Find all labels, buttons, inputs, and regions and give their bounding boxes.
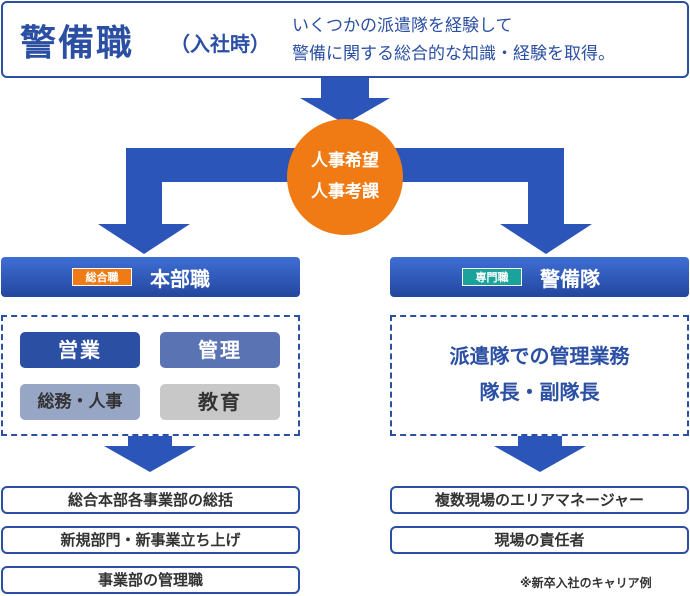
header-description-line1: いくつかの派遣隊を経験して: [292, 16, 513, 36]
section-title-guard-unit: 警備隊: [540, 267, 600, 291]
chip-management: 管理: [160, 332, 280, 368]
circle-line1: 人事希望: [311, 151, 379, 171]
section-header-guard-unit: [390, 257, 689, 297]
guard-unit-desc-line1: 派遣隊での管理業務: [449, 344, 630, 368]
chip-sales: 営業: [20, 332, 140, 368]
career-example-note: ※新卒入社のキャリア例: [520, 576, 652, 590]
chip-general-affairs-hr: 総務・人事: [20, 384, 140, 420]
chip-education: 教育: [160, 384, 280, 420]
right-lower-arrow-stem: [518, 436, 562, 448]
header-description-line2: 警備に関する総合的な知識・経験を取得。: [292, 44, 615, 64]
right-arrow-stem: [528, 148, 564, 228]
outcome-division-manager: 事業部の管理職: [1, 566, 300, 594]
outcome-division-oversight: 総合本部各事業部の総括: [1, 486, 300, 514]
page-title: 警備職: [20, 23, 135, 64]
left-arrow-stem: [126, 148, 162, 228]
right-lower-arrow-head: [494, 446, 586, 472]
outcome-area-manager: 複数現場のエリアマネージャー: [390, 486, 689, 514]
section-title-headquarters: 本部職: [150, 267, 210, 291]
header-box: [1, 1, 689, 78]
left-lower-arrow-head: [104, 446, 196, 472]
guard-unit-description: 派遣隊での管理業務 隊長・副隊長: [392, 338, 687, 410]
tag-specialist: 専門職: [462, 268, 522, 286]
outcome-site-supervisor: 現場の責任者: [390, 526, 689, 554]
section-header-headquarters: [1, 257, 300, 297]
top-arrow-stem: [321, 78, 369, 100]
header-description: いくつかの派遣隊を経験して 警備に関する総合的な知識・経験を取得。: [292, 12, 615, 68]
outcome-new-business-launch: 新規部門・新事業立ち上げ: [1, 526, 300, 554]
left-arrow-head: [98, 224, 190, 254]
tag-general: 総合職: [72, 268, 132, 286]
right-arrow-head: [500, 224, 592, 254]
top-arrow-head: [300, 98, 390, 124]
page-subtitle: （入社時）: [170, 32, 270, 56]
guard-unit-roles-box: [390, 315, 689, 436]
hr-decision-circle: 人事希望 人事考課: [287, 119, 403, 235]
circle-line2: 人事考課: [311, 182, 379, 202]
guard-unit-desc-line2: 隊長・副隊長: [479, 380, 600, 404]
left-lower-arrow-stem: [128, 436, 172, 448]
